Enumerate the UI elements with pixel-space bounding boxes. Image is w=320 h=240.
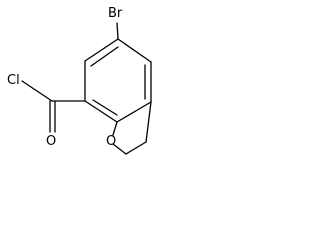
bond-lines (21, 22, 152, 155)
bond-c6-c5 (84, 38, 119, 62)
molecule-structure: Br Cl O O (7, 6, 152, 155)
bond-o1-c7a (112, 121, 118, 136)
ring-oxygen-label: O (106, 134, 116, 149)
bond-c3a-c3 (145, 101, 152, 143)
bromine-label: Br (108, 6, 123, 21)
carbonyl-oxygen-label: O (46, 134, 56, 149)
chlorine-label: Cl (7, 73, 20, 88)
bond-c5-c4 (117, 38, 152, 63)
bond-carbonyl-cl (21, 80, 53, 102)
inner-bond-3 (92, 99, 118, 116)
bond-br-c5 (116, 22, 119, 40)
bond-c3-c2 (125, 141, 147, 155)
bond-c3a-c7a (116, 101, 152, 123)
inner-bond-1 (90, 46, 119, 67)
bond-c7a-c7 (84, 100, 118, 123)
bond-c2-o1 (112, 143, 127, 155)
